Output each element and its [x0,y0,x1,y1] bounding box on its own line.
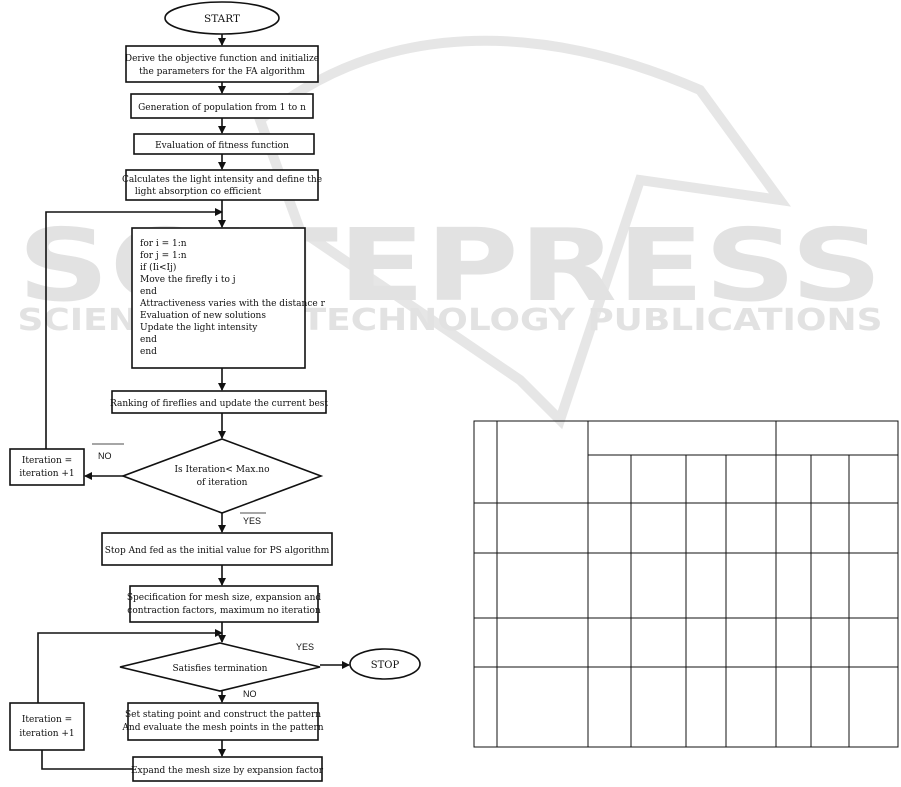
firefly-loop-box [131,227,306,369]
code-line: end [140,347,157,357]
yes-label-1: YES [243,516,261,526]
init-line-1: Derive the objective function and initia… [125,54,319,64]
code-line: for j = 1:n [140,251,187,261]
mesh-spec-line-1: Specification for mesh size, expansion a… [127,593,322,603]
code-line: for i = 1:n [140,239,187,249]
code-line: Move the firefly i to j [140,275,236,285]
population-label: Generation of population from 1 to n [138,103,306,113]
yes-label-2: YES [296,642,314,652]
decision1-line-1: Is Iteration< Max.no [174,465,269,475]
iteration-box-1 [9,448,85,486]
init-box [125,45,319,83]
start-label: START [204,13,240,25]
ranking-box [111,390,327,414]
code-line: if (Ii<Ij) [140,262,176,273]
code-line: Evaluation of new solutions [140,311,266,321]
ranking-label: Ranking of fireflies and update the curr… [110,399,328,409]
iteration1-line-1: Iteration = [22,456,72,466]
no-label-2: NO [243,689,257,699]
iteration1-line-2: iteration +1 [19,469,74,479]
fitness-box [133,133,315,155]
expand-mesh-label: Expand the mesh size by expansion factor [131,766,324,776]
iteration-box-2 [9,702,85,751]
pattern-box [127,702,319,741]
iteration2-line-2: iteration +1 [19,729,74,739]
init-line-2: the parameters for the FA algorithm [139,67,305,77]
light-intensity-box [125,169,319,201]
stop-label: STOP [371,660,400,671]
watermark-book-icon [254,35,791,430]
flow-arrows [37,34,350,770]
iteration-decision [120,438,324,514]
ps-init-box [101,532,333,566]
no-label-1: NO [98,451,112,461]
loop-code: for i = 1:n for j = 1:n if (Ii<Ij) Move … [139,239,326,357]
code-line: end [140,287,157,297]
iteration2-line-1: Iteration = [22,715,72,725]
decision2-label: Satisfies termination [173,664,268,674]
ps-init-label: Stop And fed as the initial value for PS… [105,546,330,556]
decision1-line-2: of iteration [197,478,248,488]
light-line-1: Calculates the light intensity and defin… [122,175,322,185]
empty-table [473,420,899,748]
pattern-line-1: Set stating point and construct the patt… [125,710,321,720]
pattern-line-2: And evaluate the mesh points in the patt… [121,723,323,733]
code-line: Attractiveness varies with the distance … [139,299,326,309]
stop-oval [349,648,421,680]
population-box [130,93,314,119]
code-line: Update the light intensity [140,323,258,333]
light-line-2: light absorption co efficient [135,187,262,197]
mesh-spec-line-2: contraction factors, maximum no iteratio… [127,606,321,616]
fitness-label: Evaluation of fitness function [155,141,289,151]
mesh-spec-box [129,585,319,623]
termination-decision [119,642,321,692]
code-line: end [140,335,157,345]
flowchart-text: START Derive the objective function and … [19,13,399,776]
